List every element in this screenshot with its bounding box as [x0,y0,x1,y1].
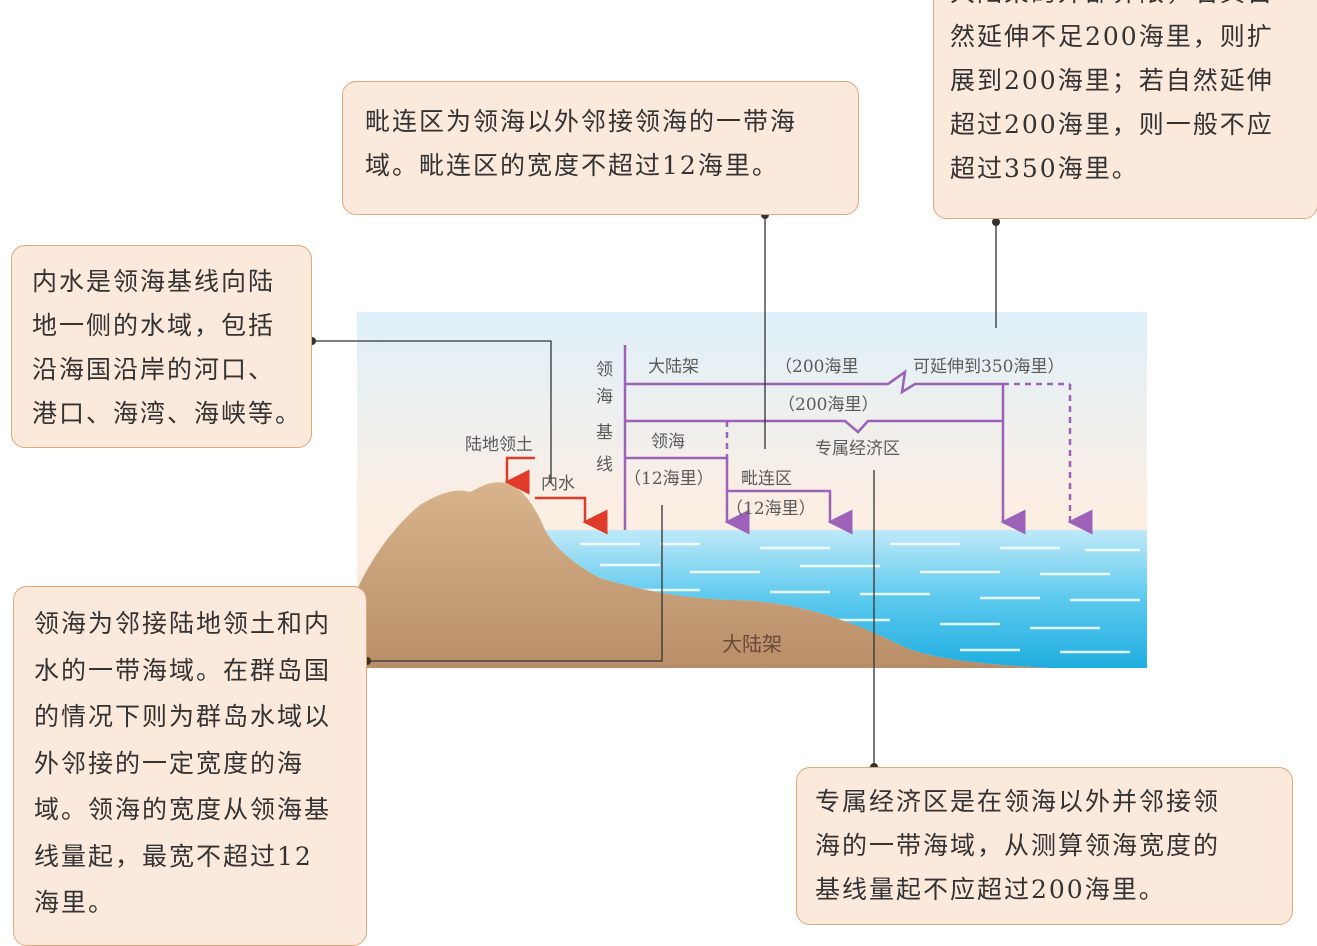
baseline-char-4: 线 [596,455,613,475]
contiguous-label: 毗连区 [741,469,792,489]
note-line: 基线量起不应超过200海里。 [815,875,1166,904]
baseline-char-3: 基 [596,423,613,443]
baseline-char-1: 领 [596,360,613,380]
note-line: 的情况下则为群岛水域以 [34,702,332,731]
shelf-range-label: （200海里 [775,357,858,377]
sea [545,530,1147,668]
note-line: 领海为邻接陆地领土和内 [34,609,332,638]
note-line: 水的一带海域。在群岛国 [34,655,332,685]
internal-waters-label: 内水 [541,474,575,494]
leader-internal-waters [312,340,552,483]
note-line: 地一侧的水域，包括 [32,311,276,340]
territorial-range-label: （12海里） [624,469,714,489]
shelf-label: 大陆架 [648,357,699,377]
land-label: 陆地领土 [465,435,533,455]
note-line: 然延伸不足200海里，则扩 [950,22,1274,51]
note-line: 超过350海里。 [950,154,1139,183]
baseline-char-2: 海 [596,387,613,407]
land-arrows [504,456,608,535]
note-territorial-sea: 领海为邻接陆地领土和内 水的一带海域。在群岛国 的情况下则为群岛水域以 外邻接的… [13,586,367,946]
note-line: 域。领海的宽度从领海基 [34,795,332,824]
note-line: 大陆架的外部界限，若其自 [950,0,1317,15]
note-line: 内水是领海基线向陆 [32,267,276,296]
note-line: 域。毗连区的宽度不超过12海里。 [365,151,779,180]
note-contiguous-zone: 毗连区为领海以外邻接领海的一带海 域。毗连区的宽度不超过12海里。 [342,81,859,215]
zone-lines [623,345,1093,535]
note-line: 外邻接的一定宽度的海 [34,748,305,778]
note-line: 海里。 [34,888,116,917]
note-line: 毗连区为领海以外邻接领海的一带海 [365,107,798,136]
note-line: 沿海国沿岸的河口、 [32,355,276,384]
shelf-extend-label: 可延伸到350海里） [913,357,1064,377]
eez-range-label: （200海里） [778,395,878,415]
leader-territorial-sea [367,505,663,662]
baseline-label: 领 海 基 线 [596,360,613,475]
note-line: 港口、海湾、海峡等。 [32,399,303,428]
note-line: 海的一带海域，从测算领海宽度的 [815,831,1221,860]
note-line: 超过200海里，则一般不应 [950,110,1274,139]
land-and-seabed [357,482,1050,668]
note-internal-waters: 内水是领海基线向陆 地一侧的水域，包括 沿海国沿岸的河口、 港口、海湾、海峡等。 [11,245,312,448]
contiguous-range-label: （12海里） [726,499,816,519]
leader-lines [312,215,997,767]
territorial-label: 领海 [651,432,685,452]
wave-lines [580,542,1140,654]
note-line: 专属经济区是在领海以外并邻接领 [815,787,1221,816]
note-line: 线量起，最宽不超过12 [34,841,313,871]
note-line: 展到200海里；若自然延伸 [950,66,1274,95]
seabed-shelf-label: 大陆架 [722,632,782,656]
eez-label: 专属经济区 [815,439,900,459]
note-exclusive-economic-zone: 专属经济区是在领海以外并邻接领 海的一带海域，从测算领海宽度的 基线量起不应超过… [796,767,1293,925]
note-continental-shelf: 大陆架的外部界限，若其自 然延伸不足200海里，则扩 展到200海里；若自然延伸… [933,0,1317,219]
